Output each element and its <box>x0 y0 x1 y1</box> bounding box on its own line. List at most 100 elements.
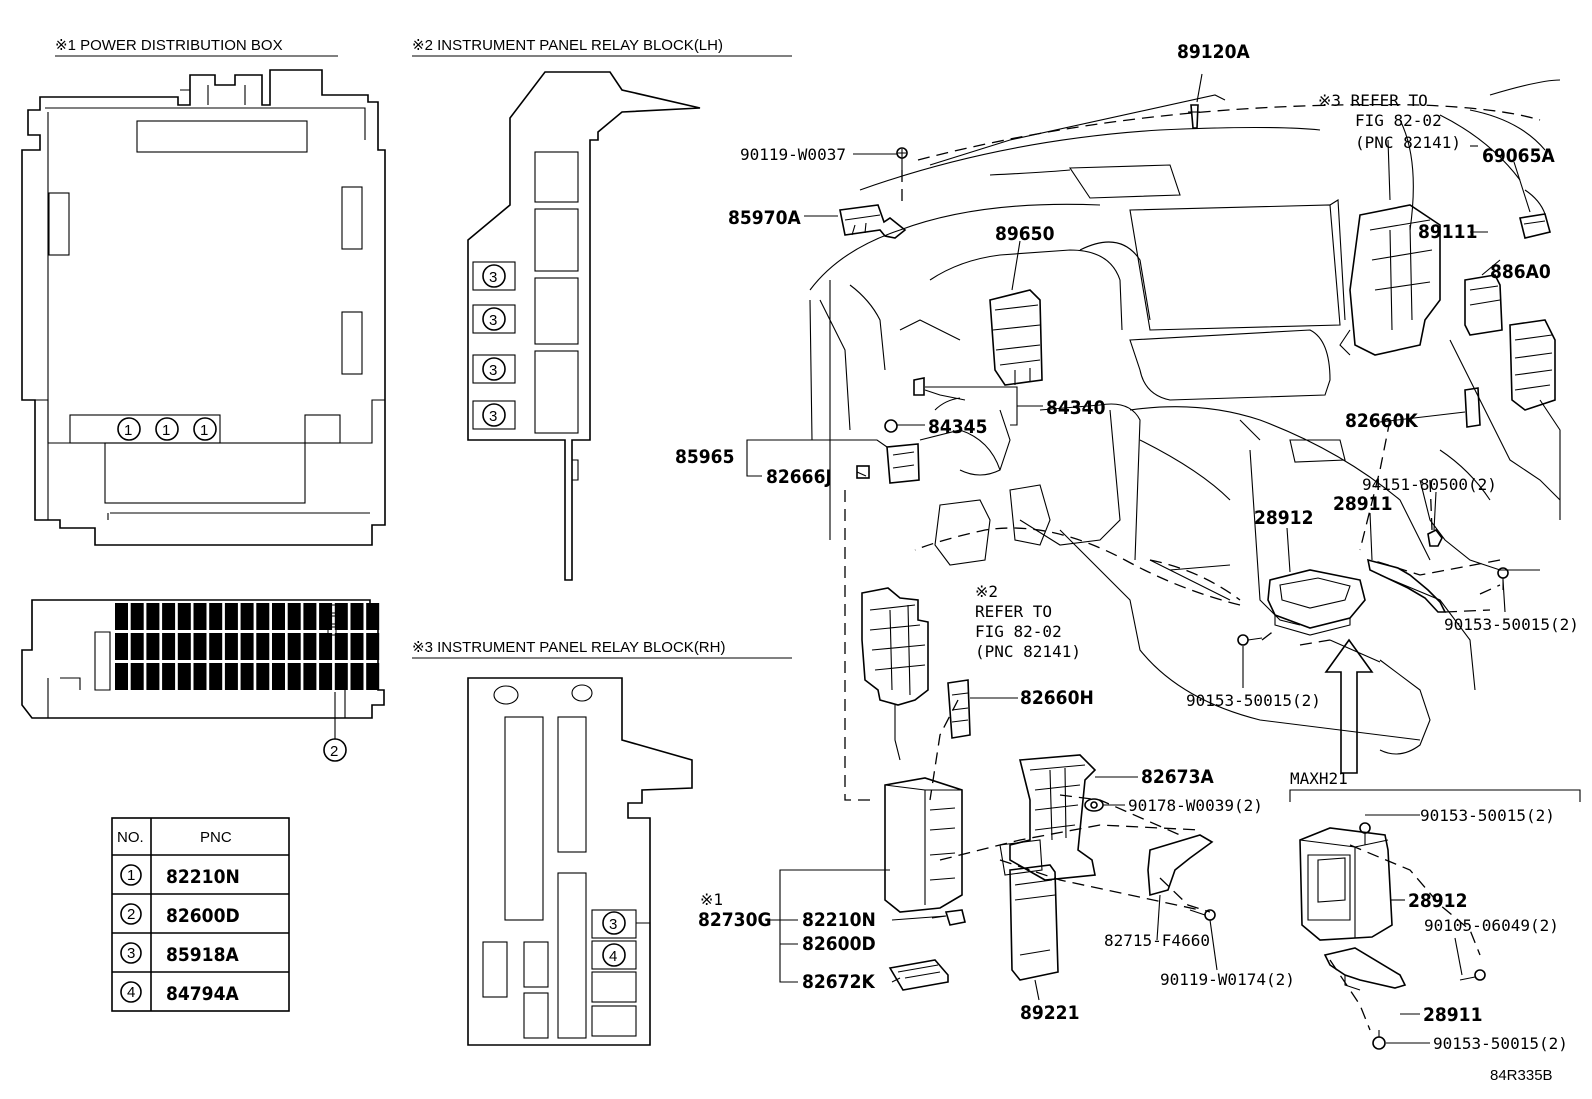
table-row-3-no: 3 <box>127 945 135 962</box>
fuse-slot <box>115 633 128 660</box>
label-90105-06049: 90105-06049(2) <box>1424 916 1559 935</box>
fuse-slot <box>177 603 191 630</box>
fuse-grid <box>115 603 380 690</box>
callout-2: 2 <box>330 743 338 760</box>
leader-lines <box>746 73 1531 1044</box>
fuse-slot <box>272 603 285 630</box>
fuse-slot <box>287 603 301 630</box>
fuse-indicator <box>327 626 337 636</box>
label-ref2-line4: (PNC 82141) <box>975 642 1081 661</box>
label-85970A: 85970A <box>728 207 801 229</box>
fuse-slot <box>240 663 254 690</box>
fuse-slot <box>256 633 270 660</box>
fuse-slot <box>224 603 238 630</box>
fuse-slot <box>162 633 176 660</box>
fuse-slot <box>350 663 364 690</box>
fuse-slot <box>224 663 238 690</box>
fuse-slot <box>366 663 380 690</box>
fuse-slot <box>224 633 238 660</box>
fuse-slot <box>177 663 191 690</box>
label-90119-W0037: 90119-W0037 <box>740 145 846 164</box>
fuse-slot <box>287 663 301 690</box>
part-labels: 89120A 90119-W0037 85970A 89650 84340 84… <box>675 41 1579 1084</box>
label-886A0: 886A0 <box>1490 261 1551 283</box>
fuse-slot <box>115 663 128 690</box>
callout-3-lh-4: 3 <box>489 408 497 425</box>
fuse-slot <box>193 603 207 630</box>
label-89111: 89111 <box>1418 221 1477 243</box>
label-90153-50015-b1: 90153-50015(2) <box>1420 806 1555 825</box>
fuse-slot <box>334 603 348 630</box>
fuse-slot <box>162 603 176 630</box>
label-maxh21: MAXH21 <box>1290 769 1348 788</box>
label-84340: 84340 <box>1046 397 1106 419</box>
fuse-slot <box>319 633 333 660</box>
table-row-4-no: 4 <box>127 984 135 1001</box>
label-90119-W0174: 90119-W0174(2) <box>1160 970 1295 989</box>
table-row-1-no: 1 <box>127 867 135 884</box>
fuse-slot <box>319 603 333 630</box>
fuse-slot <box>209 633 223 660</box>
label-28912-top: 28912 <box>1254 507 1313 529</box>
power-distribution-box-side: 2 <box>21 599 385 762</box>
label-28911-top: 28911 <box>1333 493 1392 515</box>
fuse-slot <box>334 663 348 690</box>
fuse-slot <box>130 663 144 690</box>
fuse-slot <box>130 603 144 630</box>
label-89120A: 89120A <box>1177 41 1250 63</box>
fuse-slot <box>303 603 317 630</box>
title-relay-block-lh: ※2 INSTRUMENT PANEL RELAY BLOCK(LH) <box>412 37 723 54</box>
label-82600D: 82600D <box>802 933 876 955</box>
fuse-slot <box>240 633 254 660</box>
label-85965: 85965 <box>675 446 734 468</box>
table-header-no: NO. <box>117 829 144 846</box>
fuse-slot <box>334 633 348 660</box>
label-90153-50015-b2: 90153-50015(2) <box>1433 1034 1568 1053</box>
label-90153-50015-right: 90153-50015(2) <box>1444 615 1579 634</box>
title-relay-block-rh: ※3 INSTRUMENT PANEL RELAY BLOCK(RH) <box>412 639 725 656</box>
fuse-slot <box>256 603 270 630</box>
label-82666J: 82666J <box>766 466 832 488</box>
label-82673A: 82673A <box>1141 766 1214 788</box>
label-82660H: 82660H <box>1020 687 1094 709</box>
fuse-slot <box>177 633 191 660</box>
table-row-2-no: 2 <box>127 906 135 923</box>
fuse-slot <box>146 633 160 660</box>
pnc-table: NO. PNC 1 82210N 2 82600D 3 85918A 4 847… <box>111 817 290 1012</box>
fuse-slot <box>303 633 317 660</box>
label-89650: 89650 <box>995 223 1055 245</box>
fuse-slot <box>272 663 285 690</box>
label-ref3-line2: FIG 82-02 <box>1355 111 1442 130</box>
fuse-indicator <box>327 604 337 614</box>
label-ref2-line3: FIG 82-02 <box>975 622 1062 641</box>
table-row-4-pnc: 84794A <box>166 983 239 1005</box>
callout-3-lh-2: 3 <box>489 312 497 329</box>
table-row-2-pnc: 82600D <box>166 905 240 927</box>
fuse-slot <box>162 663 176 690</box>
label-28912-bottom: 28912 <box>1408 890 1467 912</box>
label-ref3-line3: (PNC 82141) <box>1355 133 1461 152</box>
fuse-slot <box>272 633 285 660</box>
label-90153-50015-mid: 90153-50015(2) <box>1186 691 1321 710</box>
label-ref2-line1: ※2 <box>975 582 998 601</box>
fuse-slot <box>319 663 333 690</box>
instrument-panel-assembly <box>809 79 1561 1031</box>
label-82660K: 82660K <box>1345 410 1418 432</box>
title-power-distribution-box: ※1 POWER DISTRIBUTION BOX <box>55 37 283 54</box>
fuse-slot <box>240 603 254 630</box>
figure-code: 84R335B <box>1490 1067 1553 1084</box>
lower-components <box>861 587 1216 991</box>
label-82672K: 82672K <box>802 971 875 993</box>
relay-block-lh: 3 3 3 3 <box>467 71 701 581</box>
callout-1-a: 1 <box>124 422 132 439</box>
table-row-3-pnc: 85918A <box>166 944 239 966</box>
fuse-slot <box>146 603 160 630</box>
fuse-slot <box>193 633 207 660</box>
power-distribution-box-top: 1 1 1 <box>21 69 386 546</box>
label-ref1: ※1 <box>700 890 723 909</box>
fuse-slot <box>287 633 301 660</box>
fuse-slot <box>303 663 317 690</box>
callout-3-lh-3: 3 <box>489 362 497 379</box>
callout-4-rh: 4 <box>609 948 617 965</box>
table-row-1-pnc: 82210N <box>166 866 240 888</box>
